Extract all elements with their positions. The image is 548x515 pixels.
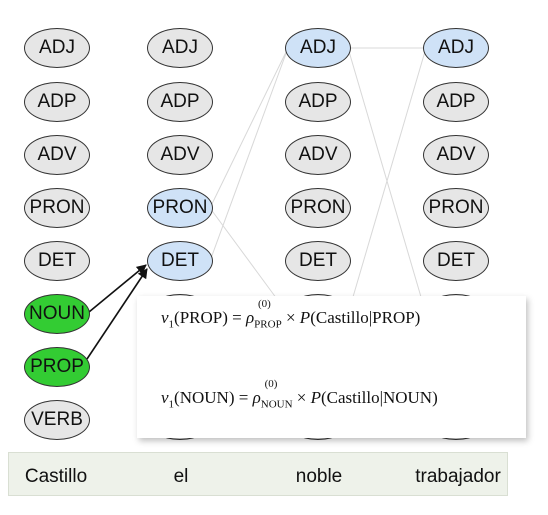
faint-edge xyxy=(347,47,427,315)
node-4-adp: ADP xyxy=(423,82,489,122)
faint-edge xyxy=(209,47,289,209)
node-1-adj: ADJ xyxy=(24,28,90,68)
node-1-prop: PROP xyxy=(24,347,90,387)
node-1-det: DET xyxy=(24,241,90,281)
word-bar: Castillo el noble trabajador xyxy=(8,452,508,496)
node-1-pron: PRON xyxy=(24,188,90,228)
node-1-noun: NOUN xyxy=(24,294,90,334)
node-1-verb: VERB xyxy=(24,400,90,440)
node-4-pron: PRON xyxy=(423,188,489,228)
node-2-pron: PRON xyxy=(147,188,213,228)
word-trabajador: trabajador xyxy=(415,466,501,487)
node-3-pron: PRON xyxy=(285,188,351,228)
faint-edge xyxy=(209,47,289,262)
node-1-adv: ADV xyxy=(24,135,90,175)
formula-prop: ν1(PROP) = ρ(0)PROP × P(Castillo|PROP) xyxy=(161,298,421,331)
node-1-adp: ADP xyxy=(24,82,90,122)
formula-box: ν1(PROP) = ρ(0)PROP × P(Castillo|PROP) ν… xyxy=(137,296,526,438)
node-4-det: DET xyxy=(423,241,489,281)
faint-edge xyxy=(347,47,427,315)
node-2-adv: ADV xyxy=(147,135,213,175)
node-3-adj: ADJ xyxy=(285,28,351,68)
word-el: el xyxy=(173,466,189,487)
node-4-adj: ADJ xyxy=(423,28,489,68)
node-2-adp: ADP xyxy=(147,82,213,122)
node-2-adj: ADJ xyxy=(147,28,213,68)
node-4-adv: ADV xyxy=(423,135,489,175)
word-noble: noble xyxy=(295,466,343,487)
node-3-adv: ADV xyxy=(285,135,351,175)
word-castillo: Castillo xyxy=(24,466,88,487)
node-2-det: DET xyxy=(147,241,213,281)
node-3-det: DET xyxy=(285,241,351,281)
formula-noun: ν1(NOUN) = ρ(0)NOUN × P(Castillo|NOUN) xyxy=(161,378,438,411)
node-3-adp: ADP xyxy=(285,82,351,122)
